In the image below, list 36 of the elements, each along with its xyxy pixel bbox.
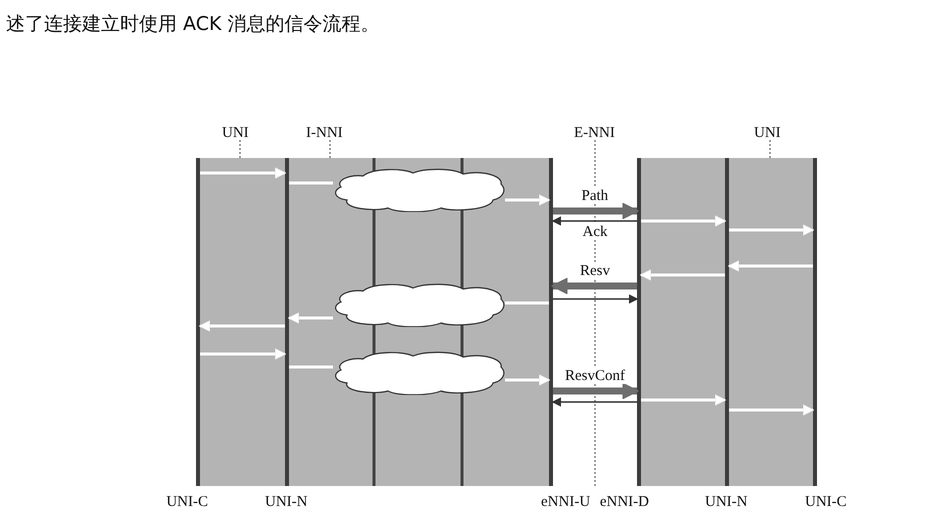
lifeline-label: UNI-C [805, 494, 847, 510]
lifeline-label: UNI-N [705, 494, 748, 510]
cloud-shape [333, 168, 505, 212]
interface-label: E-NNI [574, 125, 615, 141]
edge-label: Path [580, 188, 610, 204]
text-line: 述了连接建立时使用 ACK 消息的信令流程。 [6, 16, 380, 32]
arrow [728, 260, 813, 272]
arrow [553, 382, 639, 400]
arrow [640, 269, 725, 281]
arrow [552, 216, 637, 226]
arrow [729, 224, 814, 236]
arrow [200, 167, 286, 179]
lifeline-label: eNNI-D [600, 494, 649, 510]
arrow [552, 397, 637, 407]
edge-label: Resv [578, 263, 612, 279]
lifeline-label: eNNI-U [541, 494, 590, 510]
lifeline-label: UNI-C [166, 494, 208, 510]
arrow [505, 194, 550, 206]
arrow [288, 312, 333, 324]
arrow [505, 374, 550, 386]
interface-label: I-NNI [306, 125, 343, 141]
arrow [200, 348, 286, 360]
interface-label: UNI [222, 125, 249, 141]
cloud-shape [333, 283, 505, 327]
lifeline-label: UNI-N [265, 494, 308, 510]
arrow [553, 294, 638, 304]
arrow [198, 320, 285, 332]
arrow [551, 278, 637, 294]
interface-label: UNI [754, 125, 781, 141]
arrow [729, 404, 814, 416]
edge-label: ResvConf [563, 368, 627, 384]
arrow [641, 215, 726, 227]
arrow [641, 394, 726, 406]
edge-label: Ack [580, 224, 610, 240]
arrow [553, 202, 639, 220]
cloud-shape [333, 351, 505, 395]
